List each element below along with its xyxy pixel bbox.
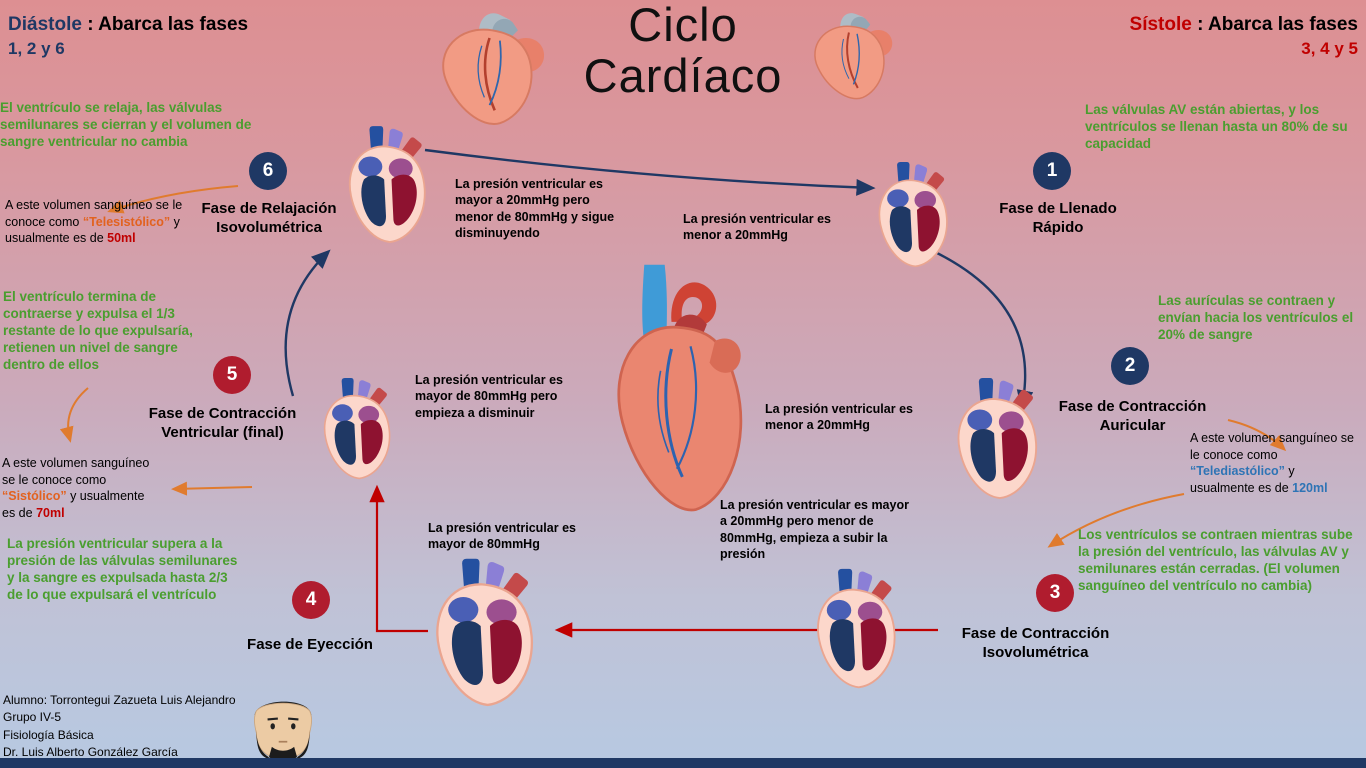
heart-center-icon (592, 262, 770, 534)
phase1-pressure: La presión ventricular es menor a 20mmHg (683, 212, 831, 243)
heart-phase1-icon (870, 162, 954, 268)
sistolico-pre: A este volumen sanguíneo se le conoce co… (2, 456, 150, 487)
telediastolico-value: 120ml (1292, 480, 1328, 495)
phase4-badge: 4 (292, 581, 330, 619)
heart-exterior-left-icon (425, 0, 567, 138)
phase3-pressure: La presión ventricular es mayor a 20mmHg… (720, 498, 909, 561)
diastole-phases: 1, 2 y 6 (8, 38, 65, 58)
sistole-header: Sístole : Abarca las fases 3, 4 y 5 (1058, 12, 1358, 61)
heart-phase5-icon (315, 378, 397, 480)
sistole-phases: 3, 4 y 5 (1301, 38, 1358, 58)
phase6-badge: 6 (249, 152, 287, 190)
heart-exterior-right-icon (796, 1, 916, 110)
arrow-phase4-to-phase5 (369, 484, 428, 633)
title-line1: Ciclo (628, 0, 738, 51)
phase2-name: Fase de Contracción Auricular (1058, 398, 1207, 434)
page-title: Ciclo Cardíaco (584, 0, 783, 102)
heart-phase4-icon (425, 558, 541, 708)
telediastolico-mid: y usualmente es de (1190, 464, 1295, 495)
credits-student: Alumno: Torrontegui Zazueta Luis Alejand… (3, 693, 236, 707)
phase2-note: Las aurículas se contraen y envían hacia… (1158, 293, 1354, 342)
telesistolico-value: 50ml (107, 231, 136, 245)
telesistolico-mid: y usualmente es de (5, 214, 180, 246)
credits-group: Grupo IV-5 (3, 710, 62, 725)
diastole-header: Diástole : Abarca las fases 1, 2 y 6 (8, 12, 318, 61)
telediastolico-pre: A este volumen sanguíneo se le conoce co… (1190, 431, 1355, 462)
diastole-rest: : Abarca las fases (81, 14, 249, 35)
phase6-note: El ventrículo se relaja, las válvulas se… (0, 100, 252, 149)
sistolico-value: 70ml (36, 505, 65, 520)
phase4-pressure: La presión ventricular es mayor de 80mmH… (428, 521, 576, 552)
phase1-note: Las válvulas AV están abiertas, y los ve… (1085, 102, 1348, 151)
phase3-note: Los ventrículos se contraen mientras sub… (1078, 527, 1353, 593)
phase6-pressure: La presión ventricular es mayor a 20mmHg… (455, 177, 615, 240)
sistolico-term: “Sistólico” (2, 489, 67, 503)
phase5-note: El ventrículo termina de contraerse y ex… (3, 289, 193, 372)
bottom-accent-bar (0, 758, 1366, 768)
volume-note-telediastolico: A este volumen sanguíneo se le conoce co… (1190, 430, 1362, 496)
arrow-note-sistolico-left (171, 481, 253, 496)
phase4-note: La presión ventricular supera a la presi… (7, 536, 238, 602)
volume-note-sistolico: A este volumen sanguíneo se le conoce co… (2, 455, 160, 521)
phase2-badge: 2 (1111, 347, 1149, 385)
arrow-note-sistolico-down (59, 387, 89, 443)
credits-course: Fisiología Básica (3, 727, 94, 742)
student-avatar-icon (243, 692, 323, 764)
diastole-label: Diástole (8, 14, 82, 35)
phase3-badge: 3 (1036, 574, 1074, 612)
sistole-rest: : Abarca las fases (1191, 14, 1358, 35)
sistolico-mid: y usualmente es de (2, 489, 145, 520)
telesistolico-term: “Telesistólico” (82, 214, 171, 229)
credits-professor: Dr. Luis Alberto González García (3, 745, 178, 760)
phase4-name: Fase de Eyección (247, 636, 373, 653)
volume-note-telesistolico: A este volumen sanguíneo se le conoce co… (5, 197, 201, 247)
phase1-badge: 1 (1033, 152, 1071, 190)
heart-phase2-icon (948, 378, 1044, 500)
title-line2: Cardíaco (583, 48, 783, 102)
telediastolico-term: “Telediastólico” (1190, 464, 1285, 478)
arrow-phase5-to-phase6 (284, 249, 331, 397)
heart-phase6-icon (340, 126, 432, 244)
phase5-pressure: La presión ventricular es mayor de 80mmH… (415, 373, 563, 420)
phase6-name: Fase de Relajación Isovolumétrica (201, 200, 337, 236)
credits-block: Alumno: Torrontegui Zazueta Luis Alejand… (3, 692, 253, 762)
phase5-name: Fase de Contracción Ventricular (final) (148, 405, 297, 441)
sistole-label: Sístole (1129, 14, 1192, 35)
heart-phase3-icon (808, 565, 902, 693)
phase3-name: Fase de Contracción Isovolumétrica (961, 625, 1110, 661)
phase2-pressure: La presión ventricular es menor a 20mmHg (765, 402, 913, 433)
phase1-name: Fase de Llenado Rápido (999, 200, 1117, 236)
phase5-badge: 5 (213, 356, 251, 394)
